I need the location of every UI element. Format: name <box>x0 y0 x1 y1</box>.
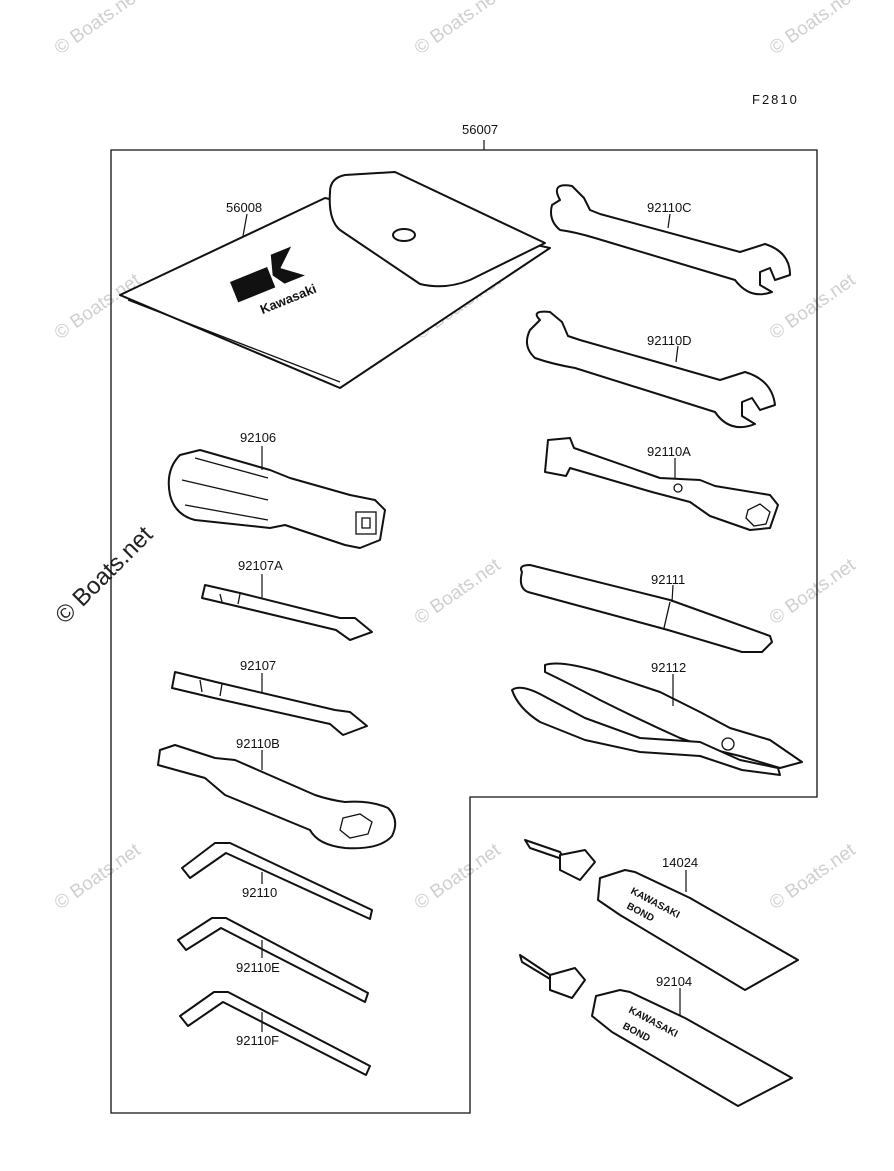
watermarks: © Boats.net © Boats.net © Boats.net © Bo… <box>50 0 860 914</box>
screwdriver-bit <box>171 671 368 736</box>
label-pliers: 92112 <box>651 660 686 675</box>
watermark: © Boats.net <box>766 839 860 914</box>
spark-plug-wrench <box>544 437 779 531</box>
hex-wrench-e <box>177 917 369 1003</box>
watermark: © Boats.net <box>51 269 145 344</box>
label-bar: 92111 <box>651 572 685 587</box>
watermark-large: © Boats.net <box>50 521 158 629</box>
hex-wrench <box>181 842 373 920</box>
box-wrench <box>157 744 397 850</box>
watermark: © Boats.net <box>51 0 145 59</box>
extension-bar <box>519 564 773 653</box>
bond-tube-2: KAWASAKI BOND <box>519 954 793 1107</box>
kit-outline <box>110 149 818 1114</box>
label-wrench-c: 92110C <box>647 200 692 215</box>
watermark: © Boats.net <box>766 554 860 629</box>
watermark: © Boats.net <box>766 0 860 59</box>
watermark: © Boats.net <box>51 839 145 914</box>
label-bond-2: 92104 <box>656 974 692 989</box>
label-wrench-d: 92110D <box>647 333 692 348</box>
bond-tube-1: KAWASAKI BOND <box>524 839 799 991</box>
watermark: © Boats.net <box>766 269 860 344</box>
label-box-wrench: 92110B <box>236 736 280 751</box>
watermark: © Boats.net <box>411 839 505 914</box>
pliers <box>511 662 803 776</box>
screwdriver-handle <box>167 449 386 549</box>
label-hex-wrench-e: 92110E <box>236 960 280 975</box>
label-tool-kit: 56007 <box>462 122 498 137</box>
tool-pouch: Kawasaki <box>119 171 551 389</box>
diagram-code: F2810 <box>752 92 799 107</box>
open-end-wrench-d <box>525 310 776 428</box>
open-end-wrench-c <box>550 184 791 296</box>
label-plug-wrench: 92110A <box>647 444 691 459</box>
label-hex-wrench: 92110 <box>242 885 277 900</box>
hex-wrench-f <box>179 991 371 1076</box>
label-handle: 92106 <box>240 430 276 445</box>
label-screwdriver-a: 92107A <box>238 558 283 573</box>
watermark: © Boats.net <box>411 0 505 59</box>
label-pouch: 56008 <box>226 200 262 215</box>
label-hex-wrench-f: 92110F <box>236 1033 279 1048</box>
label-bond-1: 14024 <box>662 855 698 870</box>
screwdriver-bit-a <box>201 584 373 641</box>
label-screwdriver: 92107 <box>240 658 276 673</box>
watermark: © Boats.net <box>411 554 505 629</box>
